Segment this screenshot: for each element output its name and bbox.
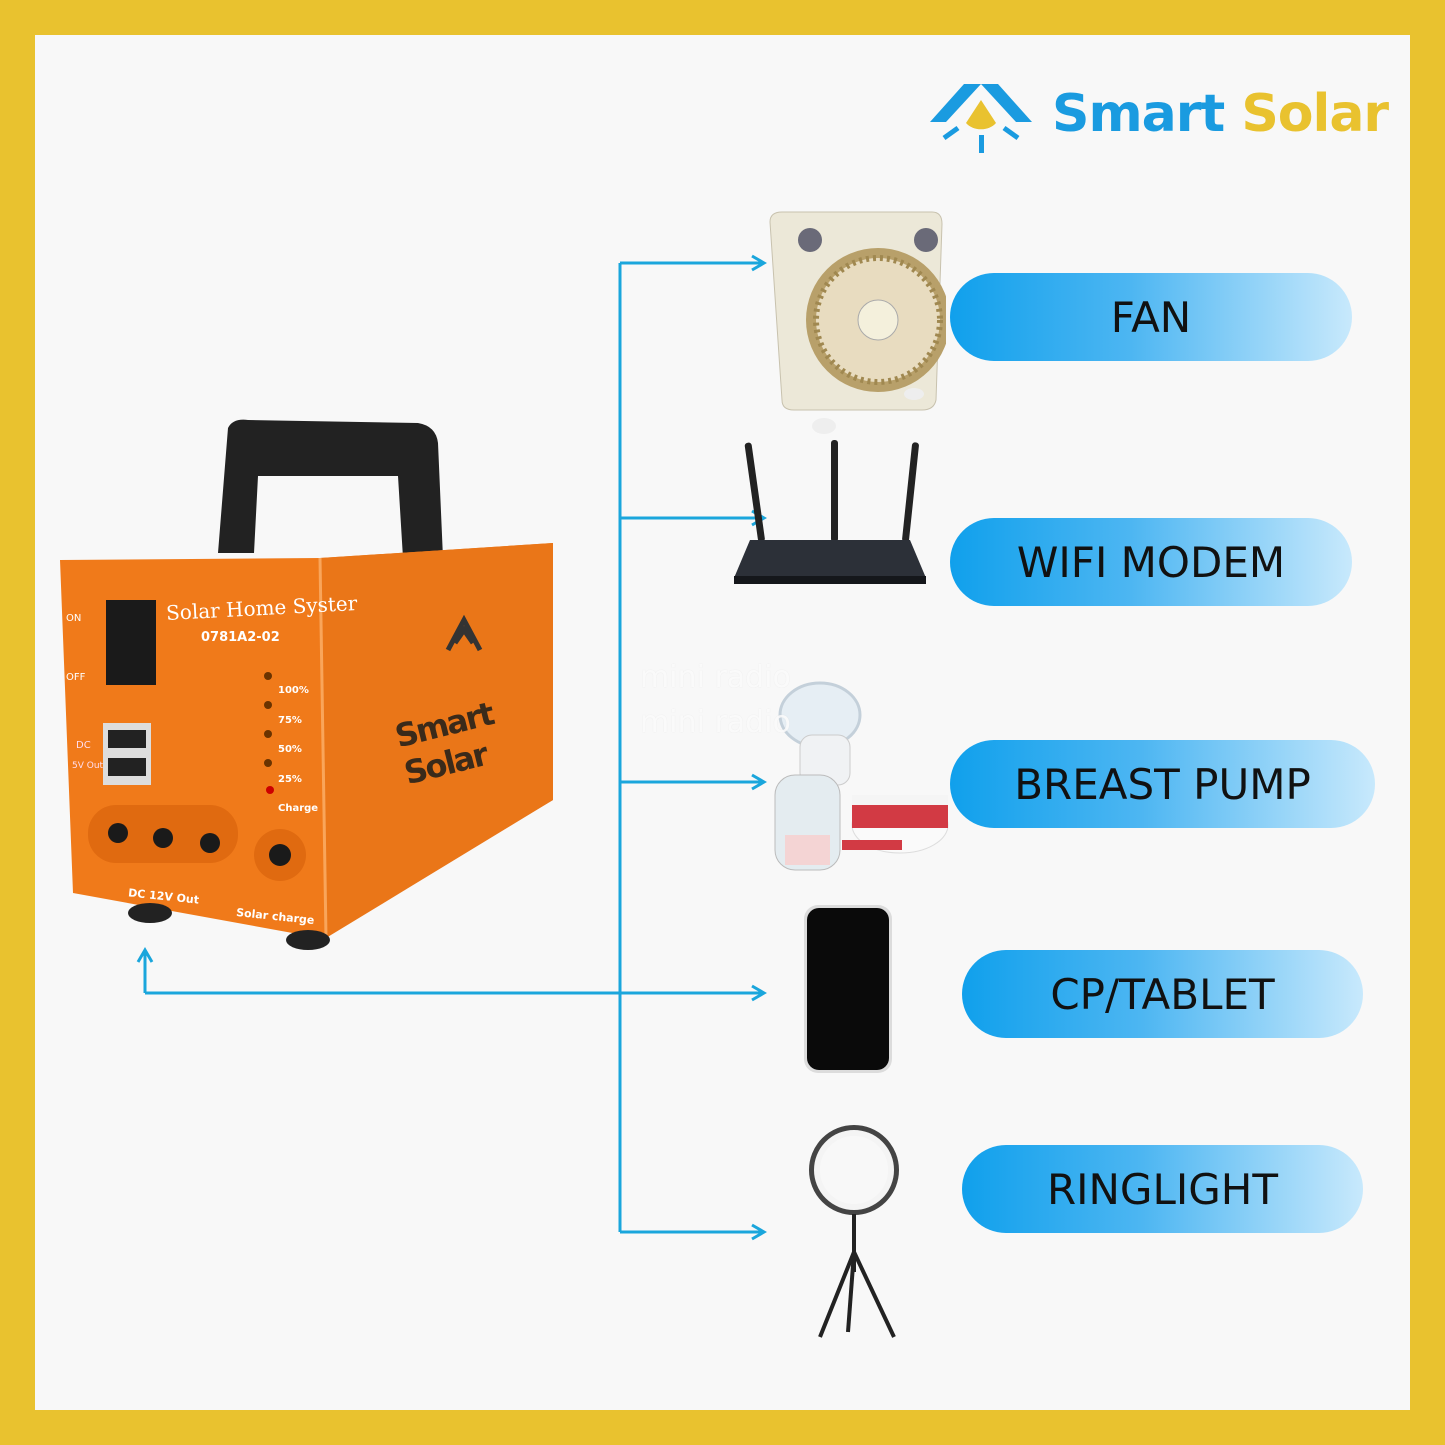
usb-label: DC [76,740,91,751]
phone-icon [804,905,892,1073]
breast-pump-icon [774,681,949,871]
usb-voltage-label: 5V Out [72,761,104,771]
label-wifi-modem: WIFI MODEM [950,518,1352,606]
brand-name-solar: Solar [1241,84,1389,144]
ring-light-icon [809,1125,899,1338]
label-breast-pump: BREAST PUMP [950,740,1375,828]
level-charge: Charge [278,803,319,814]
level-100: 100% [278,685,309,696]
switch-on-label: ON [66,613,82,624]
fan-icon [769,211,946,434]
watermark-text: mini radio [640,705,791,740]
brand-name-smart: Smart [1052,84,1225,144]
label-cp-tablet: CP/TABLET [962,950,1363,1038]
label-fan: FAN [950,273,1352,361]
battery-level-labels: 100% 75% 50% 25% Charge [278,676,318,824]
switch-off-label: OFF [66,672,86,683]
label-ringlight: RINGLIGHT [962,1145,1363,1233]
level-75: 75% [278,714,302,726]
smart-solar-logo-icon [930,84,1032,153]
level-50: 50% [278,744,302,755]
device-body-icon [60,419,553,950]
model-number: 0781A2-02 [201,630,280,645]
watermark-text: mini radio [640,660,791,695]
brand-name: Smart Solar [1052,84,1389,144]
solar-home-system-device: Solar Home Syster 0781A2-02 ON OFF DC 5V… [58,418,558,958]
level-25: 25% [278,773,302,785]
router-icon [734,440,926,584]
